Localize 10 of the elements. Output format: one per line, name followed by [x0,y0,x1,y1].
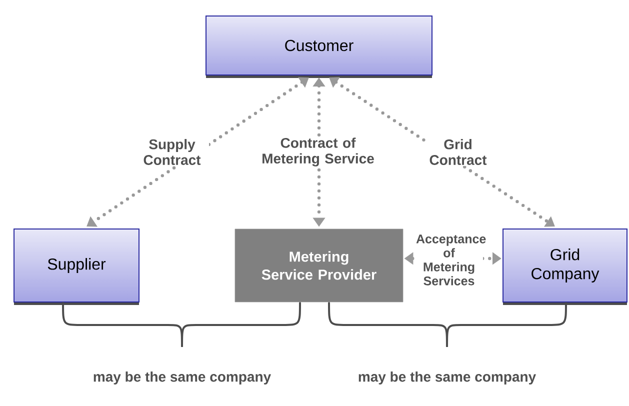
edge-label: Acceptance of Metering Services [415,234,486,286]
entity-box: Customer [206,16,432,78]
edge-label: Supply Contract [135,138,209,166]
edge-label: Grid Contract [426,138,490,166]
note-label: may be the same company [358,371,536,384]
provider-box: Metering Service Provider [234,228,404,302]
entity-box: Grid Company [502,228,628,305]
note-label: may be the same company [94,371,271,384]
edge-label: Contract of Metering Service [253,136,383,168]
entity-box: Supplier [14,228,140,305]
